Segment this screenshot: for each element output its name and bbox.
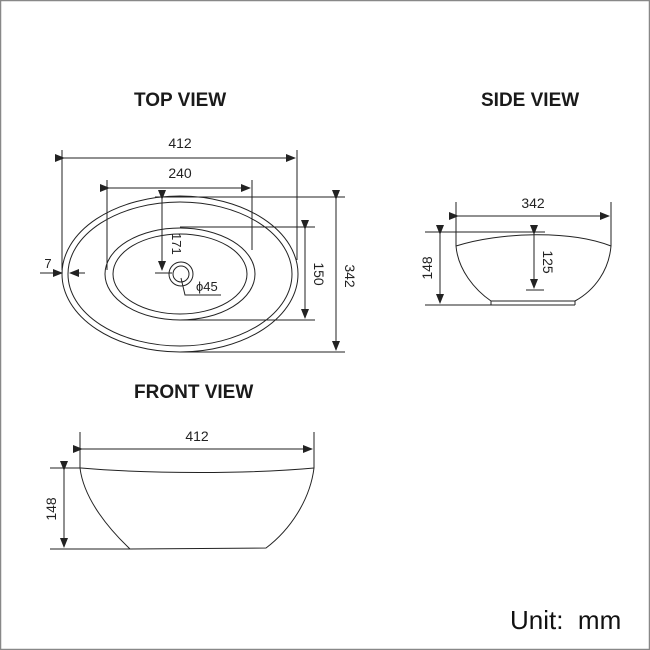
top-drain-diameter-dim: ϕ45	[196, 279, 218, 294]
top-inner-length-dim: 240	[168, 165, 192, 181]
unit-label-text: Unit:	[510, 605, 564, 635]
top-width-dim: 342	[342, 264, 358, 288]
front-height-dim: 148	[43, 497, 59, 521]
side-width-dim: 342	[521, 195, 545, 211]
top-rim-dim: 7	[44, 256, 51, 271]
top-view-drawing	[40, 150, 345, 353]
top-drain-offset-dim: 171	[169, 233, 184, 255]
top-length-dim: 412	[168, 135, 192, 151]
side-view-drawing	[425, 202, 612, 306]
front-view-drawing	[50, 432, 315, 550]
side-height-dim: 148	[419, 256, 435, 280]
front-length-dim: 412	[185, 428, 209, 444]
side-view-title: SIDE VIEW	[481, 90, 580, 111]
unit-label: Unit: mm	[510, 605, 621, 636]
side-depth-dim: 125	[540, 250, 556, 274]
front-view-title: FRONT VIEW	[134, 382, 254, 403]
unit-value: mm	[577, 605, 622, 635]
top-inner-width-dim: 150	[311, 262, 327, 286]
top-view-title: TOP VIEW	[134, 90, 227, 111]
